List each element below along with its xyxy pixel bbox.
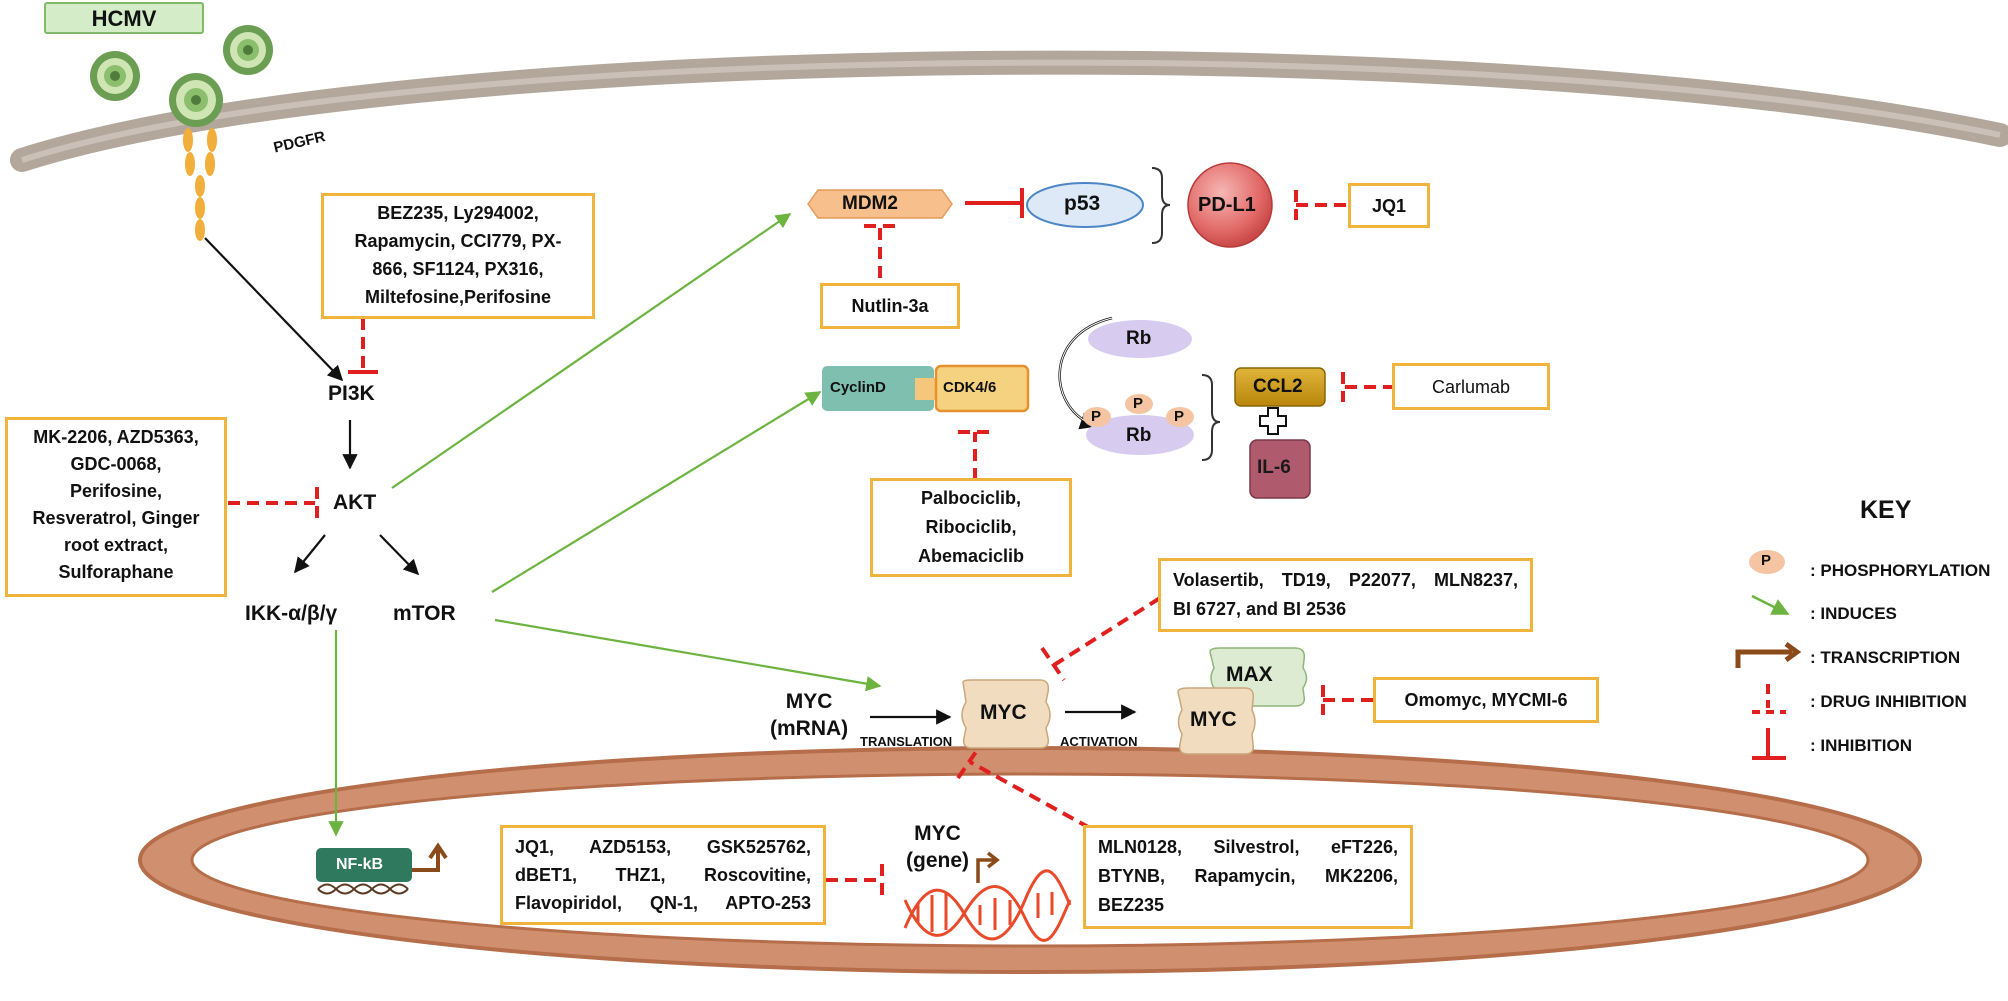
p53-node [1026,182,1144,228]
mtor-label: mTOR [393,602,456,625]
cdk46-label: CDK4/6 [943,379,997,396]
key-title: KEY [1860,496,1912,524]
pdl1-node [1187,162,1273,248]
rb-node [1088,320,1192,358]
cyclind-label: CyclinD [830,379,886,396]
rb-phospho-label: Rb [1126,425,1152,446]
cdk-inhibitor-box: Palbociclib, Ribociclib, Abemaciclib [870,478,1072,577]
translation-inhibitor-box: MLN0128, Silvestrol, eFT226, BTYNB, Rapa… [1083,825,1413,929]
phosphate-label: P [1174,408,1185,425]
akt-inhibitor-box: MK-2206, AZD5363, GDC-0068, Perifosine, … [5,417,227,597]
myc-label: MYC [980,701,1027,724]
cyclind-node [822,366,934,411]
pdl1-inhibitor-box: JQ1 [1348,183,1430,228]
ccl2-node [1234,367,1326,407]
key-phosphate-symbol-label: P [1761,552,1772,569]
key-drug-inhibition: : DRUG INHIBITION [1810,692,1967,711]
transcription-key-arrow [1735,649,1792,668]
pdl1-label: PD-L1 [1198,194,1256,216]
phosphate-label: P [1133,395,1144,412]
key-symbols [1735,550,1802,760]
activation-label: ACTIVATION [1060,734,1138,749]
drug-inhibition-key-icon [1752,684,1786,714]
rb-label: Rb [1126,328,1152,349]
ikk-label: IKK-α/β/γ [245,602,338,625]
hcmv-label: HCMV [44,2,204,34]
cdk46-node [934,364,1030,413]
dna-helix-icon [903,869,1072,942]
mdm2-inhibitor-box: Nutlin-3a [820,283,960,329]
key-inhibition: : INHIBITION [1810,736,1912,755]
max-inhibitor-box: Omomyc, MYCMI-6 [1373,677,1599,723]
phosphate-icon [1749,550,1785,574]
key-phosphorylation: : PHOSPHORYLATION [1810,561,1991,580]
il6-label: IL-6 [1257,457,1291,478]
rb-phospho-node [1086,415,1194,455]
dna-icon [317,883,409,895]
myc-activation-inhibitor-box: Volasertib, TD19, P22077, MLN8237, BI 67… [1158,558,1533,632]
key-induces: : INDUCES [1810,604,1897,623]
transcription-inhibitor-box: JQ1, AZD5153, GSK525762, dBET1, THZ1, Ro… [500,825,826,925]
inhibition-mdm2-p53 [965,188,1024,218]
inhibition-key-icon [1752,728,1786,760]
myc-gene-label: MYC (gene) [906,822,969,872]
ccl2-label: CCL2 [1253,376,1303,397]
myc-max-complex-node [1177,687,1256,755]
translation-label: TRANSLATION [860,734,953,749]
plus-icon [1259,407,1287,435]
induce-arrows [328,213,882,837]
induce-key-arrow [1751,594,1790,616]
mdm2-node [807,189,953,219]
nfkb-label: NF-kB [336,856,384,873]
pi3k-inhibitor-box: BEZ235, Ly294002, Rapamycin, CCI779, PX-… [321,193,595,319]
il6-node [1249,439,1311,499]
p53-label: p53 [1064,192,1101,215]
key-transcription: : TRANSCRIPTION [1810,648,1961,667]
drug-inhibition-lines [228,190,1395,896]
virus-particles [90,25,273,127]
pi3k-label: PI3K [328,382,375,405]
max-label: MAX [1226,663,1273,686]
myc-mrna-label: MYC (mRNA) [770,690,849,740]
black-arrows [204,237,1137,725]
mdm2-label: MDM2 [842,193,898,214]
akt-label: AKT [333,491,377,514]
phosphate-label: P [1091,408,1102,425]
nfkb-node [316,848,412,882]
ccl2-inhibitor-box: Carlumab [1392,363,1550,410]
myc-complex-label: MYC [1190,708,1237,731]
myc-node [961,679,1051,749]
pdgfr-receptor [183,128,217,241]
